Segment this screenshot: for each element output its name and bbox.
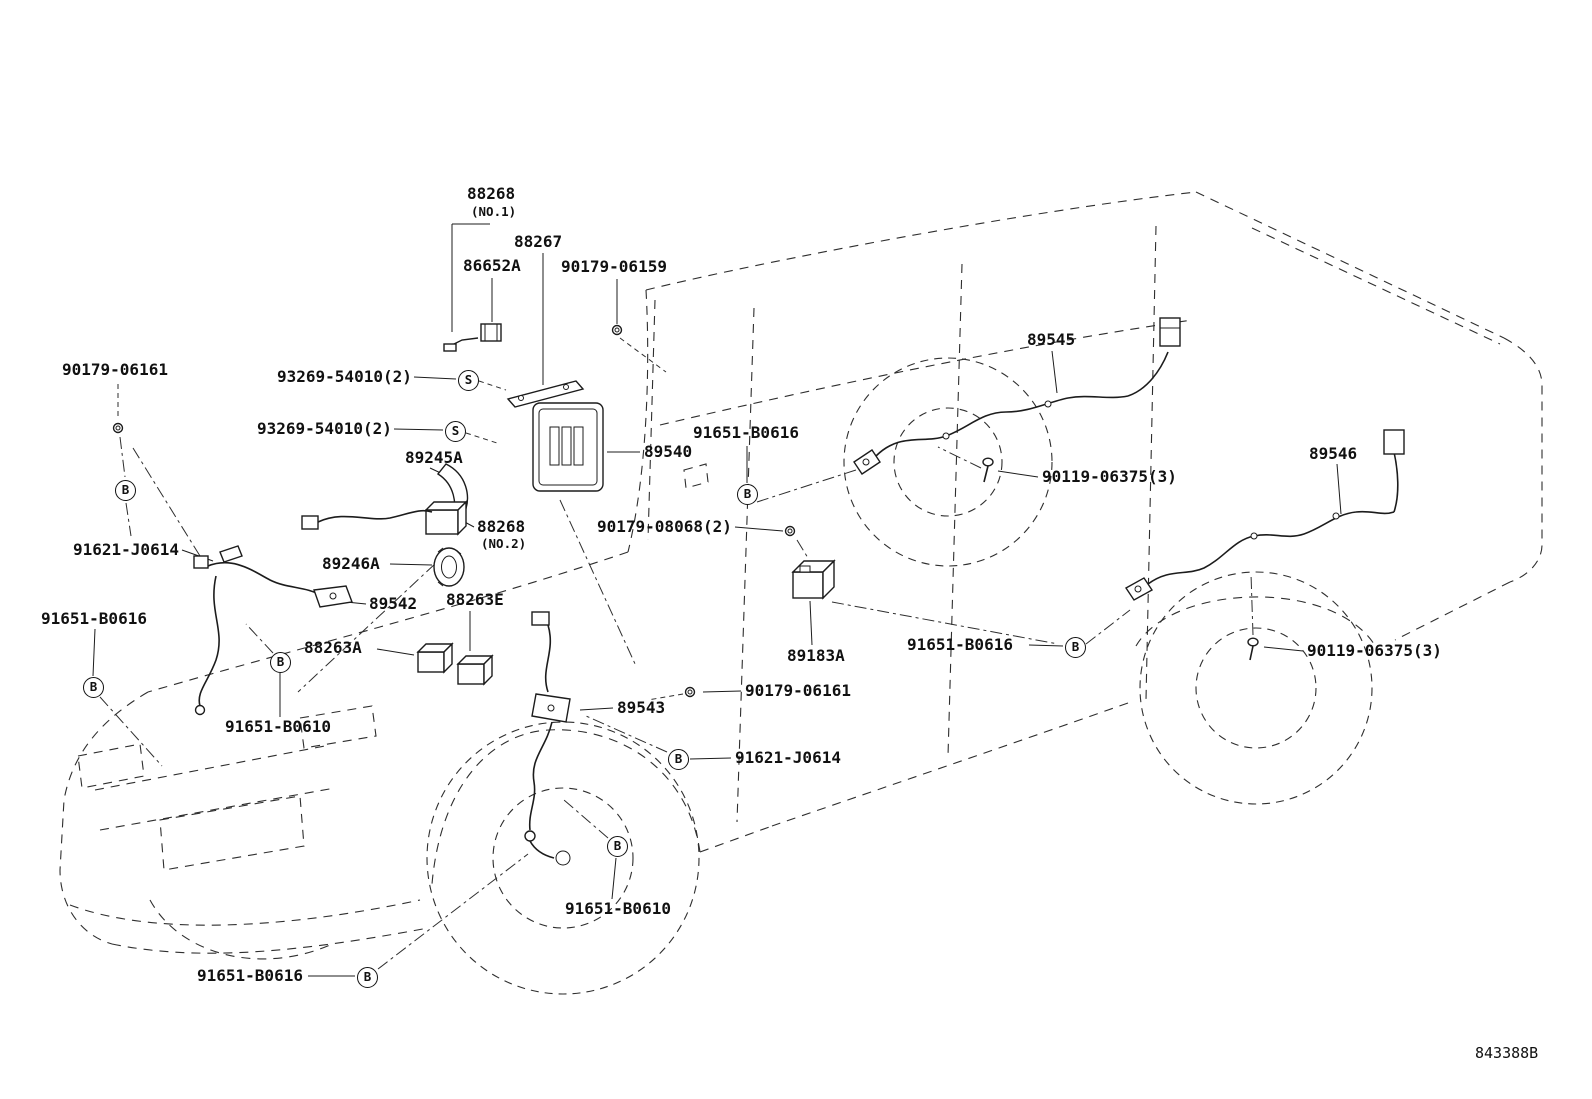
- part-label-91651-b0610-frontright: 91651-B0610: [565, 899, 671, 918]
- part-label-89540: 89540: [644, 442, 693, 461]
- bolt-callout-b: B: [1065, 637, 1086, 658]
- part-label-86652a: 86652A: [463, 256, 521, 275]
- bolt-callout-b: B: [668, 749, 689, 770]
- part-label-91621-j0614-left: 91621-J0614: [73, 540, 179, 559]
- part-label-91651-b0610-frontleft: 91651-B0610: [225, 717, 331, 736]
- part-label-90179-06159: 90179-06159: [561, 257, 667, 276]
- part-label-90119-06375-right: 90119-06375(3): [1307, 641, 1442, 660]
- wheels: [426, 357, 1373, 995]
- module-88268-no2: [424, 500, 468, 536]
- part-label-89545: 89545: [1027, 330, 1076, 349]
- screw-callout-s: S: [458, 370, 479, 391]
- part-label-91651-b0616-bottom: 91651-B0616: [197, 966, 303, 985]
- nut-icon: [684, 686, 696, 698]
- part-label-89183a: 89183A: [787, 646, 845, 665]
- part-label-91651-b0616-left: 91651-B0616: [41, 609, 147, 628]
- nut-icon: [611, 324, 623, 336]
- bolt-callout-b: B: [115, 480, 136, 501]
- part-label-88267: 88267: [514, 232, 563, 251]
- part-label-91621-j0614-mid: 91621-J0614: [735, 748, 841, 767]
- bolt-callout-b: B: [737, 484, 758, 505]
- harness-front-right-89543: [524, 611, 571, 859]
- figure-code: 843388B: [1475, 1044, 1539, 1062]
- part-label-91651-b0616-right: 91651-B0616: [907, 635, 1013, 654]
- bracket-88267: [506, 380, 585, 408]
- bolt-icon: [1247, 637, 1259, 661]
- bolt-callout-b: B: [83, 677, 104, 698]
- harness-rear-89546: [1124, 429, 1405, 601]
- clip-86652a: [443, 323, 502, 352]
- screw-callout-s: S: [445, 421, 466, 442]
- part-sublabel-no2: (NO.2): [481, 536, 527, 551]
- harness-rear-89545: [853, 317, 1181, 475]
- part-label-89543: 89543: [617, 698, 666, 717]
- leader-lines: [92, 223, 1342, 977]
- bolt-callout-b: B: [607, 836, 628, 857]
- construction-lines: [99, 337, 1254, 970]
- truck-outline: [59, 191, 1543, 960]
- part-label-90179-06161-mid: 90179-06161: [745, 681, 851, 700]
- relay-88263a: [416, 642, 454, 674]
- part-label-89246a: 89246A: [322, 554, 380, 573]
- part-label-89542: 89542: [369, 594, 418, 613]
- part-label-89546: 89546: [1309, 444, 1358, 463]
- part-label-93269-54010-lower: 93269-54010(2): [257, 419, 392, 438]
- harness-engine-bay: [301, 509, 433, 530]
- nut-icon: [112, 422, 124, 434]
- part-label-89245a: 89245A: [405, 448, 463, 467]
- bolt-icon: [982, 457, 994, 483]
- sensor-89183a: [791, 559, 836, 600]
- grommet-89246a: [433, 547, 465, 587]
- nut-icon: [784, 525, 796, 537]
- abs-ecu-89540: [532, 402, 604, 492]
- bolt-callout-b: B: [357, 967, 378, 988]
- part-label-90179-06161-left: 90179-06161: [62, 360, 168, 379]
- part-sublabel-no1: (NO.1): [471, 204, 517, 219]
- relay-88263e: [456, 654, 494, 686]
- harness-front-left-89542: [193, 545, 353, 716]
- part-label-88263e: 88263E: [446, 590, 504, 609]
- part-label-91651-b0616-top: 91651-B0616: [693, 423, 799, 442]
- part-label-88263a: 88263A: [304, 638, 362, 657]
- part-label-88268-no1: 88268: [467, 184, 516, 203]
- part-label-88268-no2: 88268: [477, 517, 526, 536]
- bolt-callout-b: B: [270, 652, 291, 673]
- part-label-90119-06375-mid: 90119-06375(3): [1042, 467, 1177, 486]
- part-label-90179-08068: 90179-08068(2): [597, 517, 732, 536]
- part-label-93269-54010-upper: 93269-54010(2): [277, 367, 412, 386]
